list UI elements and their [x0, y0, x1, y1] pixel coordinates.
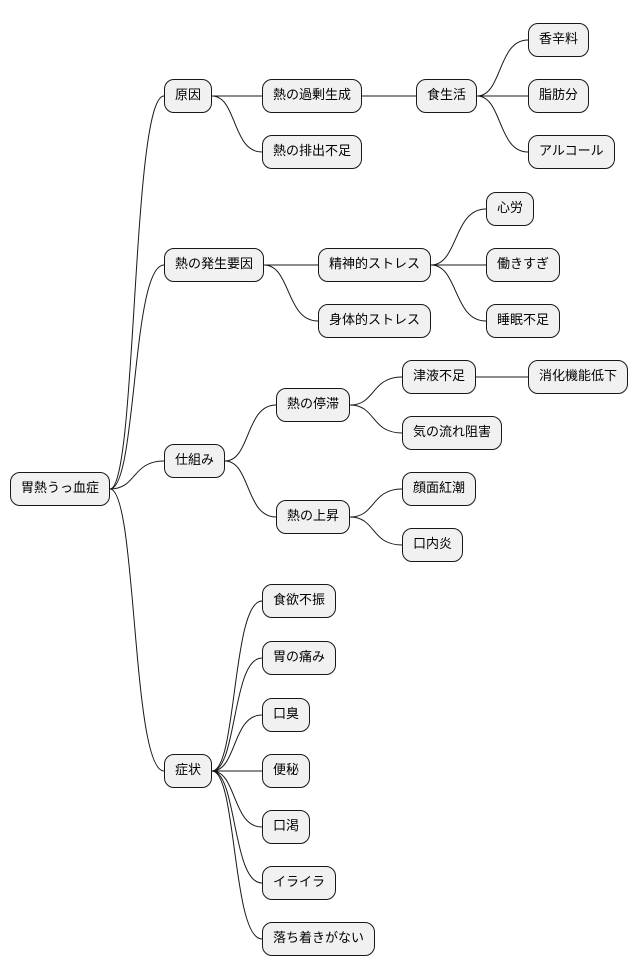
node-alcohol: アルコール	[528, 135, 615, 169]
node-digestion-decline: 消化機能低下	[528, 360, 629, 394]
node-fat: 脂肪分	[528, 79, 590, 113]
node-fluid-deficit: 津液不足	[402, 360, 477, 394]
node-irritability: イライラ	[262, 866, 337, 900]
edge-node-heat-factors-to-node-physical-stress	[263, 264, 319, 322]
node-diet: 食生活	[416, 79, 478, 113]
edge-node-symptoms-to-node-bad-breath	[211, 714, 263, 772]
edge-node-diet-to-node-alcohol	[476, 95, 529, 153]
edge-node-symptoms-to-node-thirst	[211, 770, 263, 828]
edge-root-node-to-node-heat-factors	[109, 264, 165, 490]
node-constipation: 便秘	[262, 754, 311, 788]
node-cause: 原因	[164, 79, 213, 113]
node-excess-heat: 熱の過剰生成	[262, 79, 363, 113]
edge-node-mechanism-to-node-heat-stagnation	[224, 404, 277, 462]
node-facial-flush: 顔面紅潮	[402, 472, 477, 506]
edge-node-symptoms-to-node-stomach-pain	[211, 657, 263, 772]
edge-node-cause-to-node-heat-discharge	[211, 95, 263, 153]
node-worry: 心労	[486, 192, 535, 226]
node-heat-rise: 熱の上昇	[276, 500, 351, 534]
node-mechanism: 仕組み	[164, 444, 226, 478]
edge-node-diet-to-node-spices	[476, 39, 529, 97]
node-bad-breath: 口臭	[262, 698, 311, 732]
edge-root-node-to-node-cause	[109, 95, 165, 490]
node-symptoms: 症状	[164, 754, 213, 788]
edge-node-mechanism-to-node-heat-rise	[224, 460, 277, 518]
node-physical-stress: 身体的ストレス	[318, 304, 432, 338]
node-sleep-deficit: 睡眠不足	[486, 304, 561, 338]
node-mental-stress: 精神的ストレス	[318, 248, 432, 282]
edge-node-symptoms-to-node-restlessness	[211, 770, 263, 940]
edge-root-node-to-node-mechanism	[109, 460, 165, 490]
node-heat-discharge: 熱の排出不足	[262, 135, 363, 169]
node-mouth-ulcer: 口内炎	[402, 528, 464, 562]
edge-node-symptoms-to-node-irritability	[211, 770, 263, 884]
node-anorexia: 食欲不振	[262, 584, 337, 618]
edge-node-heat-rise-to-node-mouth-ulcer	[349, 516, 403, 546]
edge-root-node-to-node-symptoms	[109, 488, 165, 772]
edge-node-heat-stagnation-to-node-fluid-deficit	[349, 376, 403, 406]
node-overwork: 働きすぎ	[486, 248, 561, 282]
root-node: 胃熱うっ血症	[10, 472, 111, 506]
edge-node-mental-stress-to-node-worry	[430, 208, 487, 266]
node-qi-obstruction: 気の流れ阻害	[402, 416, 503, 450]
edge-node-mental-stress-to-node-sleep-deficit	[430, 264, 487, 322]
edge-node-heat-rise-to-node-facial-flush	[349, 488, 403, 518]
node-thirst: 口渇	[262, 810, 311, 844]
node-spices: 香辛料	[528, 23, 590, 57]
node-stomach-pain: 胃の痛み	[262, 641, 337, 675]
edge-node-symptoms-to-node-anorexia	[211, 600, 263, 772]
node-heat-factors: 熱の発生要因	[164, 248, 265, 282]
node-restlessness: 落ち着きがない	[262, 922, 376, 956]
edge-node-heat-stagnation-to-node-qi-obstruction	[349, 404, 403, 434]
node-heat-stagnation: 熱の停滞	[276, 388, 351, 422]
